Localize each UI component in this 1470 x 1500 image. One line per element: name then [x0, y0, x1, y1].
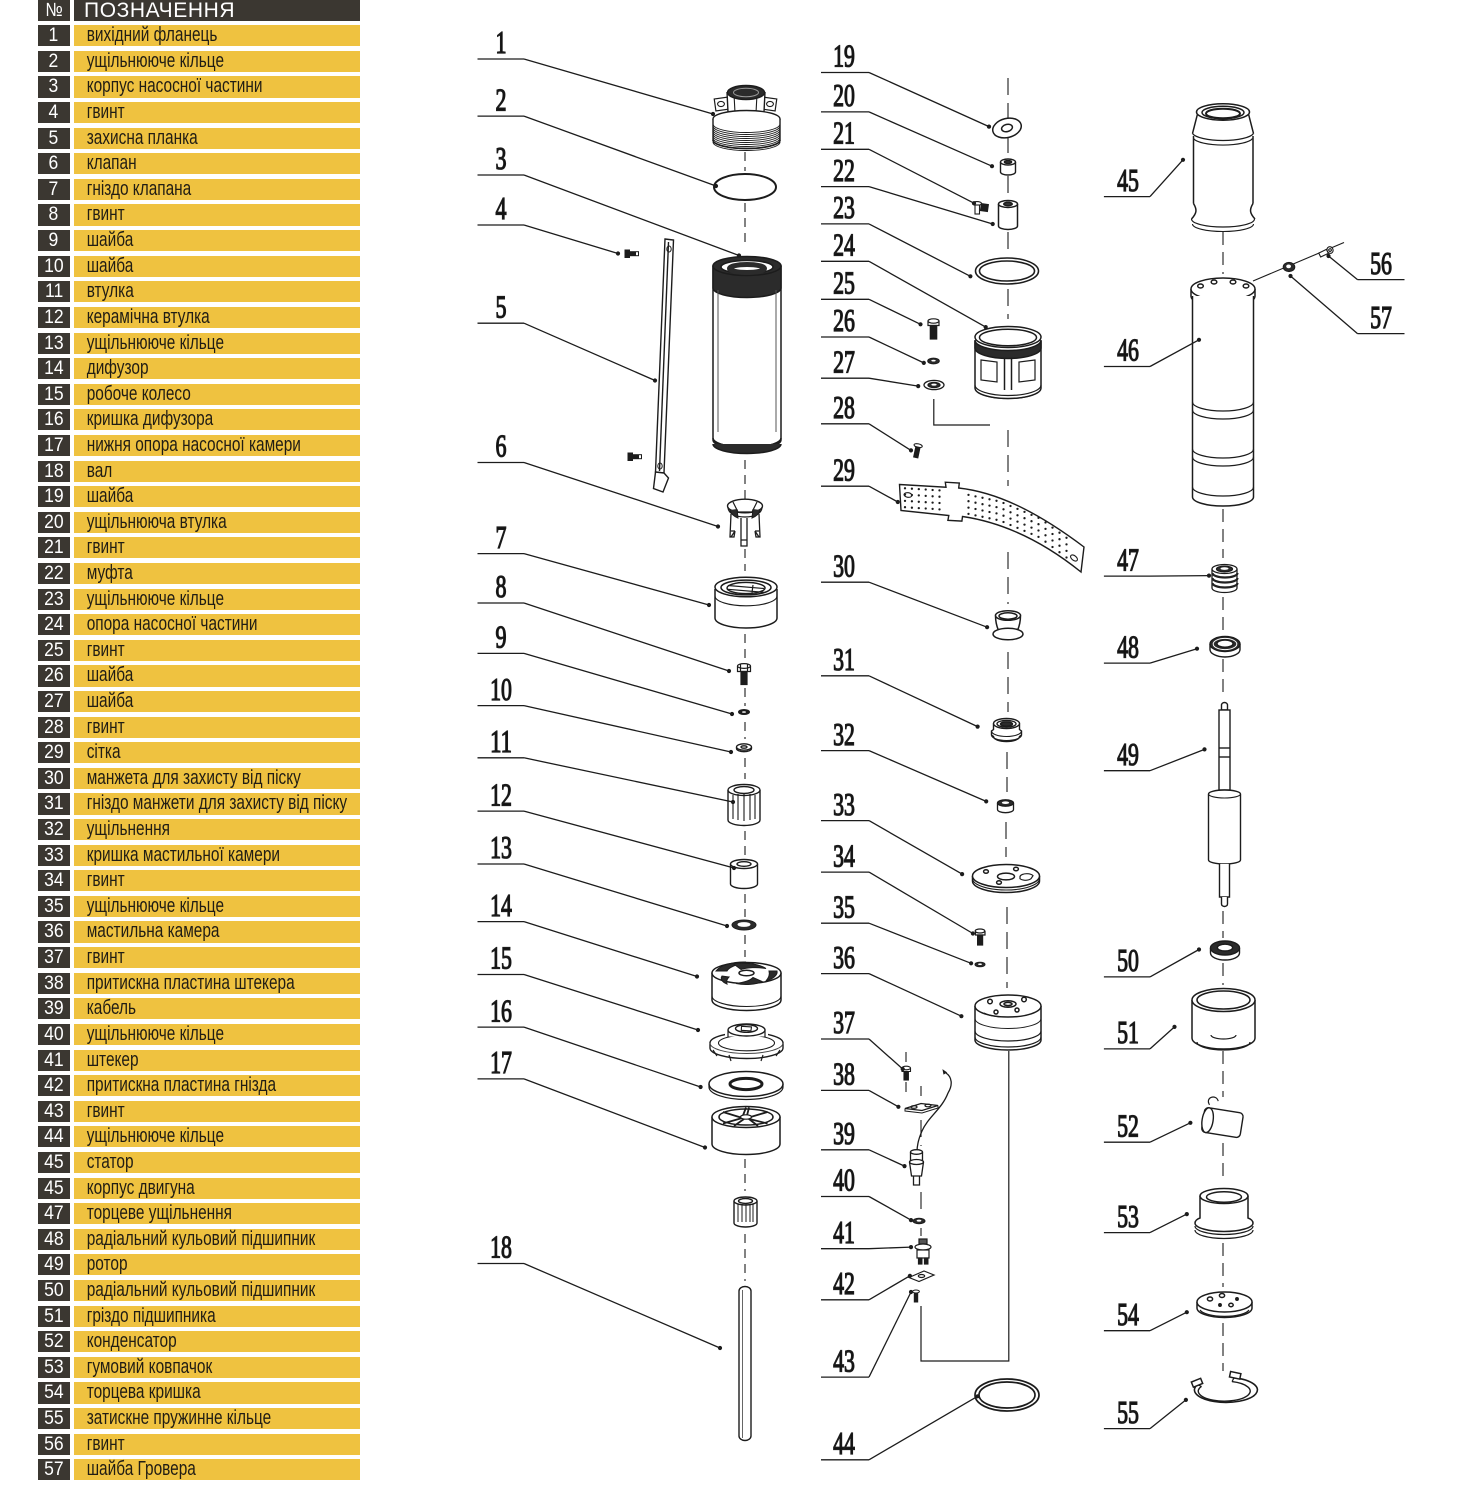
svg-text:29: 29 — [833, 452, 855, 487]
svg-text:23: 23 — [833, 190, 855, 225]
svg-text:4: 4 — [496, 191, 507, 226]
svg-text:17: 17 — [490, 1045, 512, 1080]
svg-text:8: 8 — [496, 569, 507, 604]
svg-text:10: 10 — [490, 672, 512, 707]
svg-text:28: 28 — [833, 390, 855, 425]
svg-text:26: 26 — [833, 303, 855, 338]
svg-text:46: 46 — [1117, 333, 1139, 368]
svg-text:12: 12 — [490, 777, 512, 812]
svg-text:43: 43 — [833, 1343, 855, 1378]
svg-text:21: 21 — [833, 116, 855, 151]
svg-text:51: 51 — [1117, 1015, 1139, 1050]
svg-text:56: 56 — [1370, 246, 1392, 281]
svg-text:15: 15 — [490, 941, 512, 976]
svg-text:48: 48 — [1117, 629, 1139, 664]
svg-text:50: 50 — [1117, 943, 1139, 978]
svg-text:42: 42 — [833, 1266, 855, 1301]
svg-text:13: 13 — [490, 830, 512, 865]
svg-text:44: 44 — [833, 1426, 855, 1461]
svg-text:53: 53 — [1117, 1199, 1139, 1234]
svg-text:18: 18 — [490, 1230, 512, 1265]
svg-text:45: 45 — [1117, 163, 1139, 198]
svg-text:5: 5 — [496, 289, 507, 324]
svg-text:55: 55 — [1117, 1395, 1139, 1430]
svg-text:9: 9 — [496, 620, 507, 655]
svg-text:6: 6 — [496, 429, 507, 464]
svg-text:54: 54 — [1117, 1297, 1139, 1332]
svg-text:38: 38 — [833, 1057, 855, 1092]
svg-text:32: 32 — [833, 717, 855, 752]
svg-text:19: 19 — [833, 39, 855, 74]
svg-text:22: 22 — [833, 153, 855, 188]
svg-text:57: 57 — [1370, 300, 1392, 335]
svg-text:40: 40 — [833, 1163, 855, 1198]
svg-text:47: 47 — [1117, 542, 1139, 577]
svg-text:2: 2 — [496, 82, 507, 117]
svg-text:30: 30 — [833, 548, 855, 583]
svg-text:39: 39 — [833, 1116, 855, 1151]
svg-text:35: 35 — [833, 889, 855, 924]
svg-text:24: 24 — [833, 228, 855, 263]
svg-text:16: 16 — [490, 993, 512, 1028]
svg-text:33: 33 — [833, 787, 855, 822]
svg-text:14: 14 — [490, 888, 512, 923]
svg-text:37: 37 — [833, 1005, 855, 1040]
svg-text:52: 52 — [1117, 1108, 1139, 1143]
svg-text:41: 41 — [833, 1215, 855, 1250]
svg-text:25: 25 — [833, 266, 855, 301]
svg-text:20: 20 — [833, 78, 855, 113]
svg-text:34: 34 — [833, 838, 855, 873]
svg-text:36: 36 — [833, 940, 855, 975]
svg-text:11: 11 — [490, 724, 512, 759]
svg-text:3: 3 — [496, 141, 507, 176]
svg-text:31: 31 — [833, 642, 855, 677]
svg-text:1: 1 — [496, 25, 507, 60]
svg-text:27: 27 — [833, 344, 855, 379]
svg-text:49: 49 — [1117, 737, 1139, 772]
svg-text:7: 7 — [496, 520, 507, 555]
